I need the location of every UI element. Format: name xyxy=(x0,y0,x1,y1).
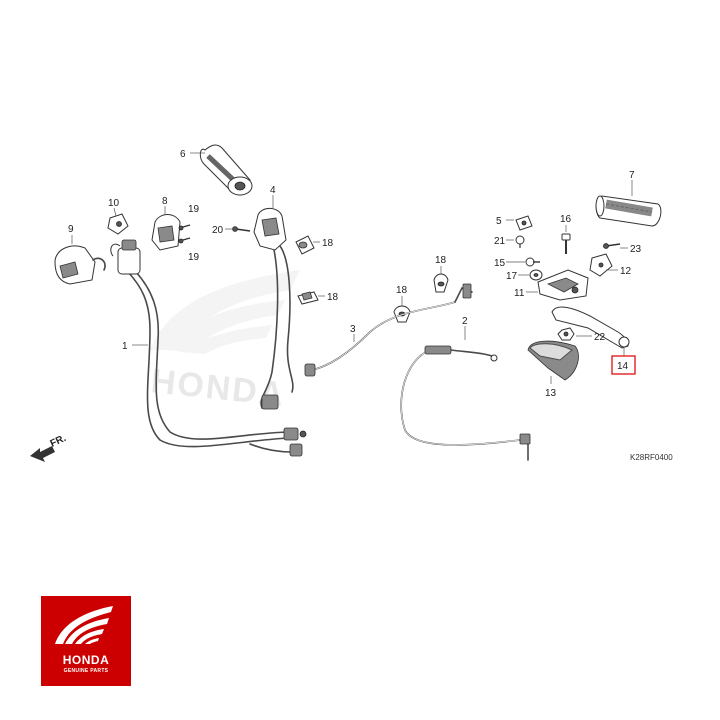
drawing-code: K28RF0400 xyxy=(630,453,673,462)
logo-brand: HONDA xyxy=(62,653,110,667)
callout-1: 1 xyxy=(122,341,128,352)
callout-23: 23 xyxy=(630,244,642,255)
part-18-cap-d xyxy=(433,273,449,293)
part-17-washer xyxy=(529,269,543,281)
part-1-harness xyxy=(110,239,307,457)
part-6-grip xyxy=(199,144,253,196)
part-11-bracket xyxy=(537,269,589,301)
part-21-screw xyxy=(515,235,525,248)
part-2-cable xyxy=(400,345,531,461)
callout-13: 13 xyxy=(545,388,557,399)
callout-18d: 18 xyxy=(435,255,447,266)
callout-9: 9 xyxy=(68,224,74,235)
front-label: FR. xyxy=(49,433,68,450)
part-22-nut xyxy=(557,327,575,341)
callout-18b: 18 xyxy=(327,292,339,303)
callout-20: 20 xyxy=(212,225,224,236)
callout-14: 14 xyxy=(617,361,629,372)
callout-17: 17 xyxy=(506,271,518,282)
callout-21: 21 xyxy=(494,236,506,247)
callout-15: 15 xyxy=(494,258,506,269)
callout-5: 5 xyxy=(496,216,502,227)
callout-16: 16 xyxy=(560,214,572,225)
callout-4: 4 xyxy=(270,185,276,196)
leader-lines xyxy=(71,152,633,384)
part-20-screw xyxy=(232,226,251,232)
callout-11: 11 xyxy=(514,288,525,299)
callout-6: 6 xyxy=(180,149,186,160)
part-15-bolt xyxy=(525,257,540,267)
part-9-switch xyxy=(54,245,106,285)
callouts: 6 4 10 8 19 19 9 20 18 18 18 18 1 3 2 7 … xyxy=(68,149,642,399)
part-12-holder xyxy=(589,253,613,277)
part-14-lever xyxy=(551,306,630,349)
part-18-cap-a xyxy=(295,235,315,255)
callout-18c: 18 xyxy=(396,285,408,296)
callout-8: 8 xyxy=(162,196,168,207)
part-10-bracket xyxy=(107,213,129,235)
watermark-wing-icon xyxy=(150,270,300,354)
honda-genuine-parts-logo: HONDA GENUINE PARTS xyxy=(41,596,131,686)
callout-19b: 19 xyxy=(188,252,200,263)
part-3-cable xyxy=(304,283,473,377)
part-23-screw xyxy=(603,243,621,249)
part-18-cap-b xyxy=(297,291,319,305)
part-16-bolt xyxy=(561,233,571,254)
callout-12: 12 xyxy=(620,266,632,277)
callout-3: 3 xyxy=(350,324,356,335)
part-13-cover xyxy=(527,340,579,381)
logo-tagline: GENUINE PARTS xyxy=(63,668,109,674)
callout-2: 2 xyxy=(462,316,468,327)
highlight-box-14 xyxy=(611,355,636,375)
part-8-clamp xyxy=(151,214,181,251)
callout-22: 22 xyxy=(594,332,606,343)
callout-10: 10 xyxy=(108,198,120,209)
front-indicator: FR. xyxy=(30,433,68,462)
part-4-throttle-housing xyxy=(253,207,294,410)
callout-18a: 18 xyxy=(322,238,334,249)
part-7-grip xyxy=(595,195,662,227)
part-19-screws xyxy=(178,224,191,244)
callout-7: 7 xyxy=(629,170,635,181)
honda-wing-icon xyxy=(55,606,113,644)
part-5-clamp xyxy=(515,215,533,231)
callout-19a: 19 xyxy=(188,204,200,215)
front-arrow-icon xyxy=(30,446,55,462)
